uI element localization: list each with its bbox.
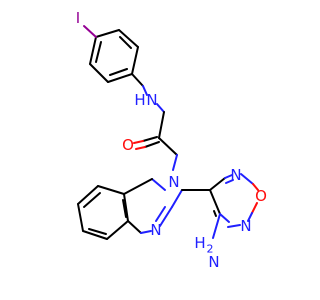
benzo-ring bbox=[77, 185, 129, 240]
amino-h-subscript: 2 bbox=[207, 243, 214, 256]
amide-n-label: N bbox=[146, 91, 157, 109]
amide-h-label: H bbox=[134, 91, 145, 109]
bond-c-nh2 bbox=[212, 213, 221, 239]
molecule-canvas: I N H O N N N O N H 2 N bbox=[76, 9, 267, 271]
carbonyl-o-label: O bbox=[122, 136, 134, 154]
imidazole-ring bbox=[123, 178, 183, 234]
oxadiazole-o-label: O bbox=[255, 187, 267, 205]
benzimidazole-n3-label: N bbox=[150, 221, 161, 239]
bond-c-i bbox=[83, 25, 97, 38]
oxadiazole-n2-label: N bbox=[230, 166, 241, 184]
oxadiazole-n5-label: N bbox=[240, 217, 251, 235]
amide-linker bbox=[131, 73, 178, 171]
oxadiazole-ring bbox=[181, 173, 259, 228]
amino-n-label: N bbox=[208, 253, 219, 271]
amino-h-label: H bbox=[194, 234, 205, 252]
structure-diagram: I N H O N N N O N H 2 N bbox=[76, 9, 267, 271]
iodine-label: I bbox=[76, 9, 80, 27]
benzimidazole-n1-label: N bbox=[168, 173, 179, 191]
iodophenyl-ring bbox=[89, 29, 139, 83]
